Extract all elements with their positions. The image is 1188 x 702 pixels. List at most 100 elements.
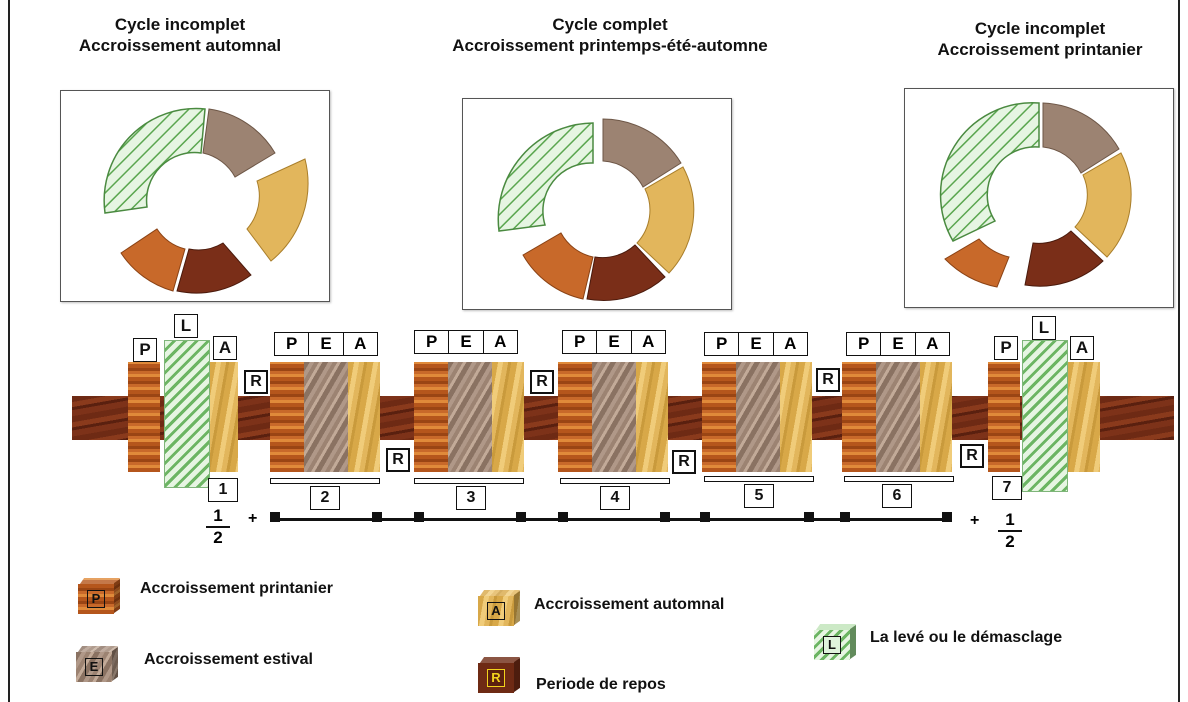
title-line-2: Accroissement printanier bbox=[937, 40, 1143, 59]
ring-segment-automnal bbox=[636, 166, 695, 274]
pea-label-group: P E A bbox=[846, 332, 950, 356]
title-line-1: Cycle incomplet bbox=[114, 15, 246, 34]
ring-bracket bbox=[560, 478, 670, 484]
wood-block-estival bbox=[304, 362, 348, 472]
timeline-tick bbox=[700, 512, 710, 522]
wood-block-automnal bbox=[1068, 362, 1100, 472]
ring-number: 4 bbox=[600, 486, 630, 510]
legend-label: Accroissement estival bbox=[144, 651, 313, 668]
wood-block-printanier bbox=[988, 362, 1020, 472]
pea-label-group: P E A bbox=[274, 332, 378, 356]
timeline-tick bbox=[660, 512, 670, 522]
title-line-2: Accroissement automnal bbox=[78, 36, 282, 55]
ring-diagram-spring bbox=[939, 102, 1132, 288]
legend-letter-a: A bbox=[487, 602, 505, 620]
label-l: L bbox=[174, 314, 198, 338]
timeline-tick bbox=[942, 512, 952, 522]
wood-block-automnal bbox=[920, 362, 952, 472]
ring-panel-autumn bbox=[60, 90, 330, 302]
ring-segment-automnal bbox=[246, 158, 309, 262]
plus-sign-right: + bbox=[970, 512, 980, 529]
plus-sign-left: + bbox=[248, 510, 258, 527]
legend-label: Periode de repos bbox=[536, 676, 666, 693]
label-p: P bbox=[573, 332, 586, 351]
label-e: E bbox=[738, 333, 772, 355]
label-a: A bbox=[342, 333, 377, 355]
title-line-1: Cycle complet bbox=[552, 15, 668, 34]
ring-number: 7 bbox=[992, 476, 1022, 500]
label-a: A bbox=[914, 333, 949, 355]
ring-number: 5 bbox=[744, 484, 774, 508]
ring-bracket bbox=[844, 476, 954, 482]
ring-panel-complete bbox=[462, 98, 732, 310]
title-autumn-cycle: Cycle incomplet Accroissement automnal bbox=[40, 14, 320, 56]
label-r: R bbox=[530, 370, 554, 394]
ring-segment-leve bbox=[497, 122, 594, 232]
label-a: A bbox=[1070, 336, 1094, 360]
fraction-numerator: 1 bbox=[206, 506, 230, 528]
fraction-denominator: 2 bbox=[213, 528, 223, 547]
legend-label: Accroissement automnal bbox=[534, 596, 725, 613]
label-r: R bbox=[816, 368, 840, 392]
legend-letter-p: P bbox=[87, 590, 105, 608]
legend-label: Accroissement printanier bbox=[140, 580, 333, 597]
wood-block-automnal bbox=[492, 362, 524, 472]
title-line-2: Accroissement printemps-été-automne bbox=[452, 36, 768, 55]
wood-block-leve bbox=[1022, 340, 1068, 492]
label-e: E bbox=[308, 333, 342, 355]
label-r: R bbox=[960, 444, 984, 468]
pea-label-group: P E A bbox=[414, 330, 518, 354]
legend-leve: L La levé ou le démasclage bbox=[814, 624, 1062, 660]
timeline-tick bbox=[558, 512, 568, 522]
fraction-denominator: 2 bbox=[1005, 532, 1015, 551]
wood-block-printanier bbox=[270, 362, 304, 472]
timeline-axis bbox=[272, 518, 948, 521]
ring-segment-leve bbox=[103, 107, 206, 214]
legend-letter-l: L bbox=[823, 636, 841, 654]
ring-segment-printanier bbox=[522, 232, 594, 300]
wood-block-printanier bbox=[128, 362, 160, 472]
label-e: E bbox=[880, 333, 914, 355]
label-p: P bbox=[133, 338, 157, 362]
wood-block-automnal bbox=[348, 362, 380, 472]
wood-block-estival bbox=[448, 362, 492, 472]
timeline-tick bbox=[840, 512, 850, 522]
fraction-left: 1 2 bbox=[206, 506, 230, 548]
wood-block-printanier bbox=[558, 362, 592, 472]
ring-segment-repos bbox=[1024, 230, 1104, 287]
label-a: A bbox=[772, 333, 807, 355]
ring-number: 6 bbox=[882, 484, 912, 508]
title-spring-cycle: Cycle incomplet Accroissement printanier bbox=[905, 18, 1175, 60]
ring-segment-leve bbox=[939, 102, 1040, 242]
label-p: P bbox=[715, 334, 728, 353]
legend-letter-e: E bbox=[85, 658, 103, 676]
timeline-tick bbox=[516, 512, 526, 522]
label-r: R bbox=[386, 448, 410, 472]
ring-bracket bbox=[704, 476, 814, 482]
legend-swatch-printanier: P bbox=[78, 578, 121, 614]
fraction-numerator: 1 bbox=[998, 510, 1022, 532]
ring-number: 1 bbox=[208, 478, 238, 502]
label-l: L bbox=[1032, 316, 1056, 340]
legend-automnal: A Accroissement automnal bbox=[478, 590, 724, 626]
pea-label-group: P E A bbox=[562, 330, 666, 354]
label-p: P bbox=[285, 334, 298, 353]
wood-block-printanier bbox=[842, 362, 876, 472]
wood-block-printanier bbox=[414, 362, 448, 472]
ring-segment-estival bbox=[202, 108, 276, 178]
ring-bracket bbox=[414, 478, 524, 484]
ring-segment-repos bbox=[176, 242, 252, 294]
timeline-tick bbox=[414, 512, 424, 522]
legend-printanier: P Accroissement printanier bbox=[78, 578, 333, 614]
legend-repos: R Periode de repos bbox=[478, 656, 666, 694]
legend-swatch-leve: L bbox=[814, 624, 857, 660]
ring-panel-spring bbox=[904, 88, 1174, 308]
label-p: P bbox=[857, 334, 870, 353]
wood-block-printanier bbox=[702, 362, 736, 472]
wood-block-automnal bbox=[210, 362, 238, 472]
label-p: P bbox=[425, 332, 438, 351]
timeline-tick bbox=[270, 512, 280, 522]
label-a: A bbox=[213, 336, 237, 360]
timeline-tick bbox=[804, 512, 814, 522]
ring-segment-estival bbox=[1042, 102, 1120, 174]
